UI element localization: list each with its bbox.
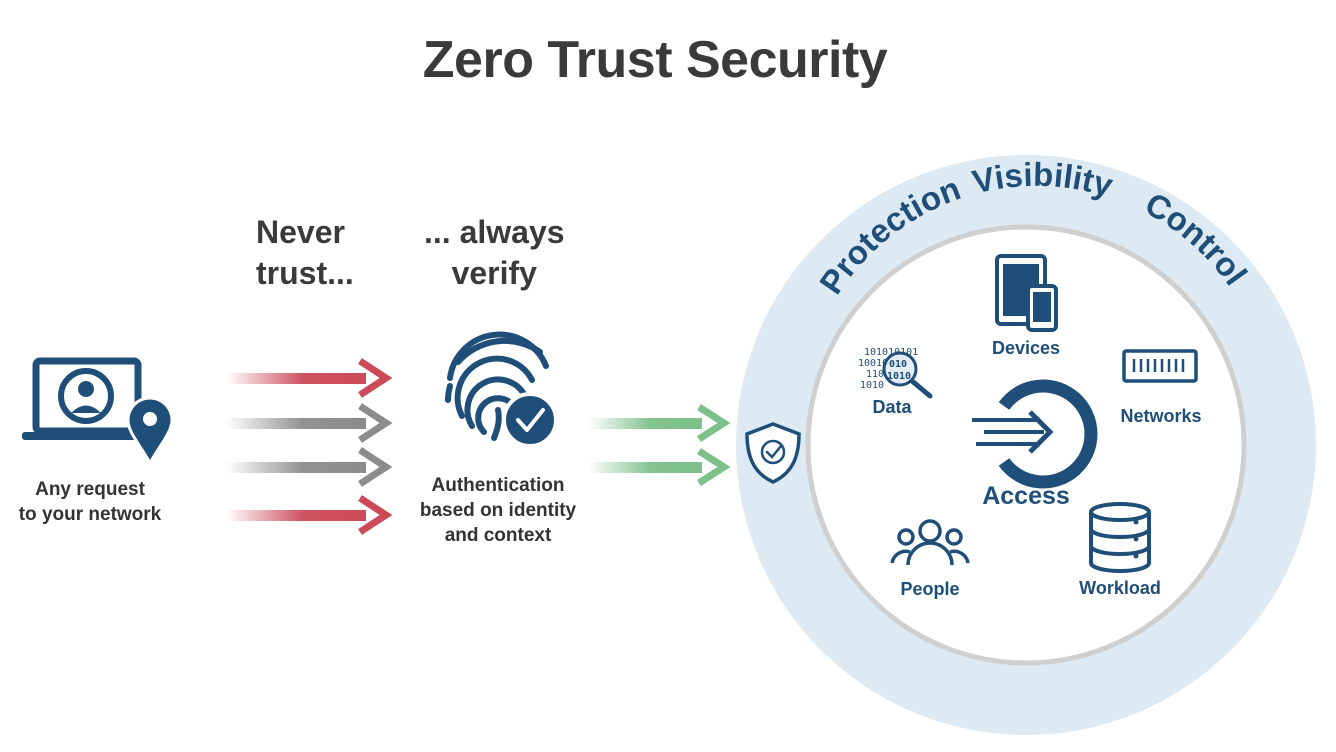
binary-line: 1010 [860, 380, 884, 391]
network-switch-icon [1122, 349, 1198, 383]
shield-check-icon [745, 422, 801, 484]
always-line-2: verify [451, 255, 537, 291]
people-label: People [900, 579, 959, 599]
access-label: Access [982, 482, 1070, 510]
page-title: Zero Trust Security [422, 31, 888, 89]
arrow-green [588, 448, 731, 486]
arrow-green [588, 404, 731, 442]
arrow-gray [226, 447, 393, 487]
never-line-1: Never [256, 214, 345, 250]
laptop-user-icon [22, 357, 152, 440]
binary-line: 101010101 [864, 347, 918, 358]
access-icon [972, 379, 1098, 489]
tablet-phone-icon [995, 254, 1058, 332]
always-verify-text: ... always verify [424, 212, 565, 294]
devices-label: Devices [992, 338, 1060, 358]
database-icon [1089, 502, 1151, 573]
auth-caption-line-3: and context [444, 525, 552, 546]
binary-line: 10010 [858, 358, 888, 369]
incoming-arrows [226, 358, 393, 535]
always-line-1: ... always [424, 214, 565, 250]
location-pin-icon [126, 396, 174, 467]
fingerprint-icon [445, 331, 549, 441]
outgoing-arrows [588, 404, 731, 486]
never-line-2: trust... [256, 255, 354, 291]
workload-label: Workload [1079, 578, 1161, 598]
request-caption: Any request to your network [0, 477, 180, 527]
request-caption-line-1: Any request [35, 479, 145, 500]
auth-caption-line-1: Authentication [431, 475, 565, 496]
binary-line: 110 [866, 369, 884, 380]
networks-label: Networks [1120, 406, 1201, 426]
request-caption-line-2: to your network [18, 504, 162, 525]
arrow-gray [226, 403, 393, 443]
checkmark-icon [502, 392, 558, 448]
auth-caption-line-2: based on identity [419, 500, 577, 521]
data-search-icon: 101010101 10010 110 1010 010 1010 [858, 347, 933, 399]
binary-lens-line: 010 [889, 359, 907, 370]
arrow-red [226, 495, 393, 535]
authentication-caption: Authentication based on identity and con… [405, 473, 591, 548]
binary-lens-line: 1010 [887, 371, 911, 382]
data-label: Data [872, 397, 912, 417]
never-trust-text: Never trust... [256, 212, 354, 294]
arrow-red [226, 358, 393, 398]
people-icon [890, 519, 970, 566]
